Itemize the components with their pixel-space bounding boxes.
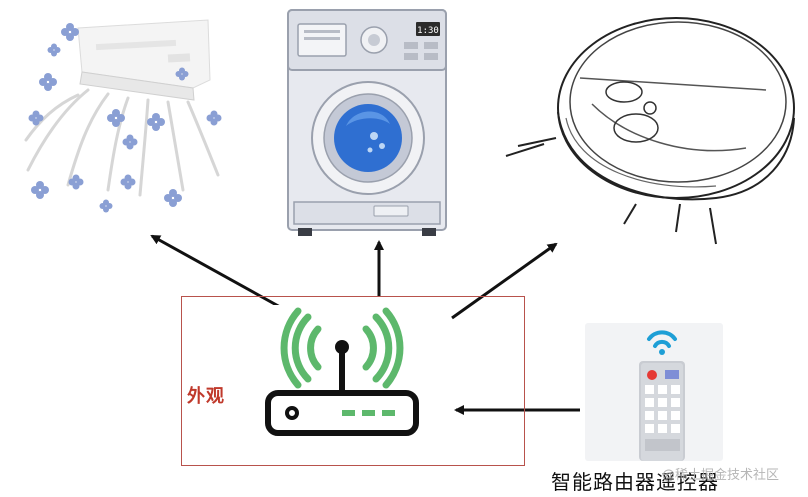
remote-control-icon (585, 323, 723, 461)
robot-vacuum-icon (496, 8, 808, 248)
router-box-label: 外观 (187, 386, 225, 407)
arrow-to-robot-vacuum (451, 242, 558, 320)
washing-machine-icon: 1:30 (284, 6, 454, 238)
washer-display-text: 1:30 (417, 26, 439, 36)
remote-label: 智能路由器遥控器 (551, 470, 719, 494)
air-conditioner-icon (18, 10, 233, 220)
router-graphic (262, 305, 422, 437)
router-enclosure-box (181, 296, 525, 466)
watermark: @稀土掘金技术社区 (662, 468, 780, 483)
